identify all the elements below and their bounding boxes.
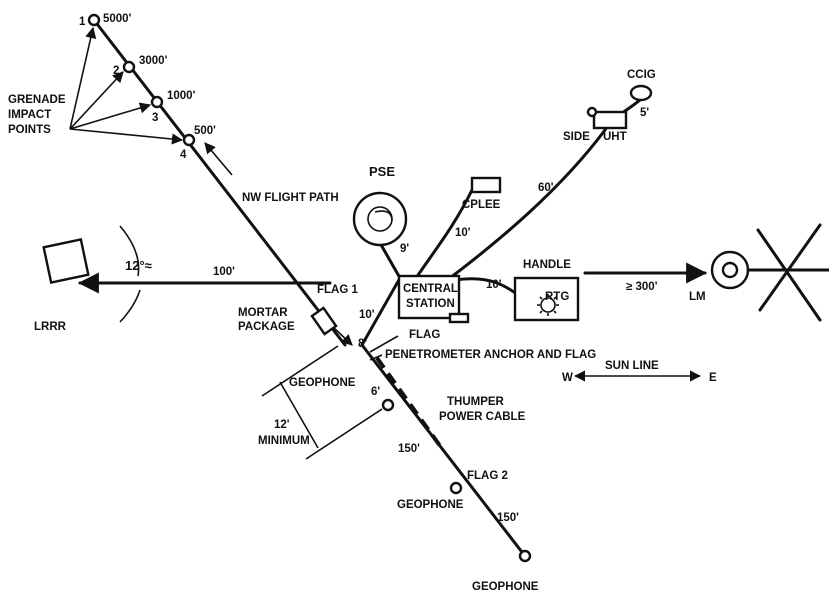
side-uht-distance: 60'	[538, 182, 554, 194]
minimum-tick-bottom	[305, 408, 383, 460]
thumper-label-2: POWER CABLE	[439, 411, 526, 423]
grenade-label-2: IMPACT	[8, 109, 51, 121]
mortar-label-1: MORTAR	[238, 307, 288, 319]
geophone-3	[518, 549, 532, 563]
angle-arc-top	[119, 225, 140, 277]
rtg-distance: 10'	[486, 279, 502, 291]
pse-cable	[378, 241, 402, 280]
grenade-number-1: 1	[79, 16, 86, 28]
handle-label: HANDLE	[523, 259, 571, 271]
flag-1-label: FLAG 1	[317, 284, 358, 296]
grenade-point-1	[87, 13, 101, 27]
grenade-label-3: POINTS	[8, 124, 51, 136]
grenade-number-2: 2	[113, 65, 119, 77]
grenade-range-2: 3000'	[139, 55, 168, 67]
rtg-sun-icon	[540, 297, 556, 313]
cplee-cable	[414, 188, 474, 280]
lrrr-box	[42, 238, 90, 284]
lm-distance: ≥ 300'	[626, 281, 658, 293]
sun-line-label: SUN LINE	[605, 360, 659, 372]
pse-label: PSE	[369, 164, 395, 179]
mortar-cable	[360, 276, 402, 347]
lrrr-label: LRRR	[34, 321, 67, 333]
grenade-number-3: 3	[152, 112, 158, 124]
geophone-2	[449, 481, 463, 495]
geophone-3-label: GEOPHONE	[472, 581, 539, 593]
minimum-tick-top	[261, 345, 339, 397]
flag-2-label: FLAG 2	[467, 470, 508, 482]
side-uht-box	[592, 110, 628, 130]
rtg-label: RTG	[545, 291, 569, 303]
geophone-2-distance: 150'	[398, 443, 420, 455]
mortar-distance: 10'	[359, 309, 375, 321]
grenade-number-4: 4	[180, 149, 187, 161]
grenade-impact-arrows	[69, 26, 184, 145]
east-label: E	[709, 372, 717, 384]
geophone-1	[381, 398, 395, 412]
grenade-label-1: GRENADE	[8, 94, 66, 106]
geophone-1-distance: 6'	[371, 386, 380, 398]
penetrometer-label: PENETROMETER ANCHOR AND FLAG	[385, 349, 596, 361]
minimum-label: MINIMUM	[258, 435, 310, 447]
lrrr-distance: 100'	[213, 266, 235, 278]
flag-label: FLAG	[409, 329, 440, 341]
geophone-1-label: GEOPHONE	[289, 377, 356, 389]
mortar-package	[310, 306, 338, 336]
grenade-range-3: 1000'	[167, 90, 196, 102]
grenade-range-1: 5000'	[103, 13, 132, 25]
geophone-2-label: GEOPHONE	[397, 499, 464, 511]
central-station-label-1: CENTRAL	[403, 283, 458, 295]
mortar-label-2: PACKAGE	[238, 321, 295, 333]
mortar-arrow	[332, 326, 353, 346]
penetrometer-arrow	[369, 354, 383, 361]
central-station-flag	[448, 312, 470, 324]
ccig-distance: 5'	[640, 107, 649, 119]
grenade-point-3	[150, 95, 164, 109]
central-station-label-2: STATION	[406, 298, 455, 310]
pse-swirl	[374, 210, 393, 222]
thumper-label-1: THUMPER	[447, 396, 505, 408]
pse-circle	[352, 191, 408, 247]
west-label: W	[562, 372, 573, 384]
rtg-sun-rays	[537, 294, 559, 316]
grenade-point-2	[122, 60, 136, 74]
grenade-range-4: 500'	[194, 125, 216, 137]
cplee-label: CPLEE	[462, 199, 501, 211]
ccig-label: CCIG	[627, 69, 656, 81]
geophone-3-distance: 150'	[497, 512, 519, 524]
minimum-distance-label: 12'	[274, 419, 290, 431]
flag-leader	[369, 335, 399, 353]
anchor-distance: 8'	[358, 338, 367, 350]
minimum-dimension	[279, 381, 319, 449]
lm-label: LM	[689, 291, 706, 303]
nw-flight-path-line	[92, 18, 347, 347]
nw-flight-path-label: NW FLIGHT PATH	[242, 192, 339, 204]
cplee-distance: 10'	[455, 227, 471, 239]
grenade-point-4	[182, 133, 196, 147]
pse-distance: 9'	[400, 243, 409, 255]
angle-label: 12°≈	[125, 258, 152, 273]
uht-label: UHT	[603, 131, 627, 143]
central-station-box	[397, 274, 461, 320]
side-label: SIDE	[563, 131, 590, 143]
cplee-box	[470, 176, 502, 194]
flight-direction-arrow	[204, 142, 233, 176]
geophone-line	[360, 343, 527, 558]
rtg-box	[513, 276, 580, 322]
ccig-unit	[629, 84, 653, 102]
angle-arc-bottom	[119, 289, 141, 323]
lm-icon	[710, 223, 829, 322]
side-knob	[586, 106, 598, 118]
